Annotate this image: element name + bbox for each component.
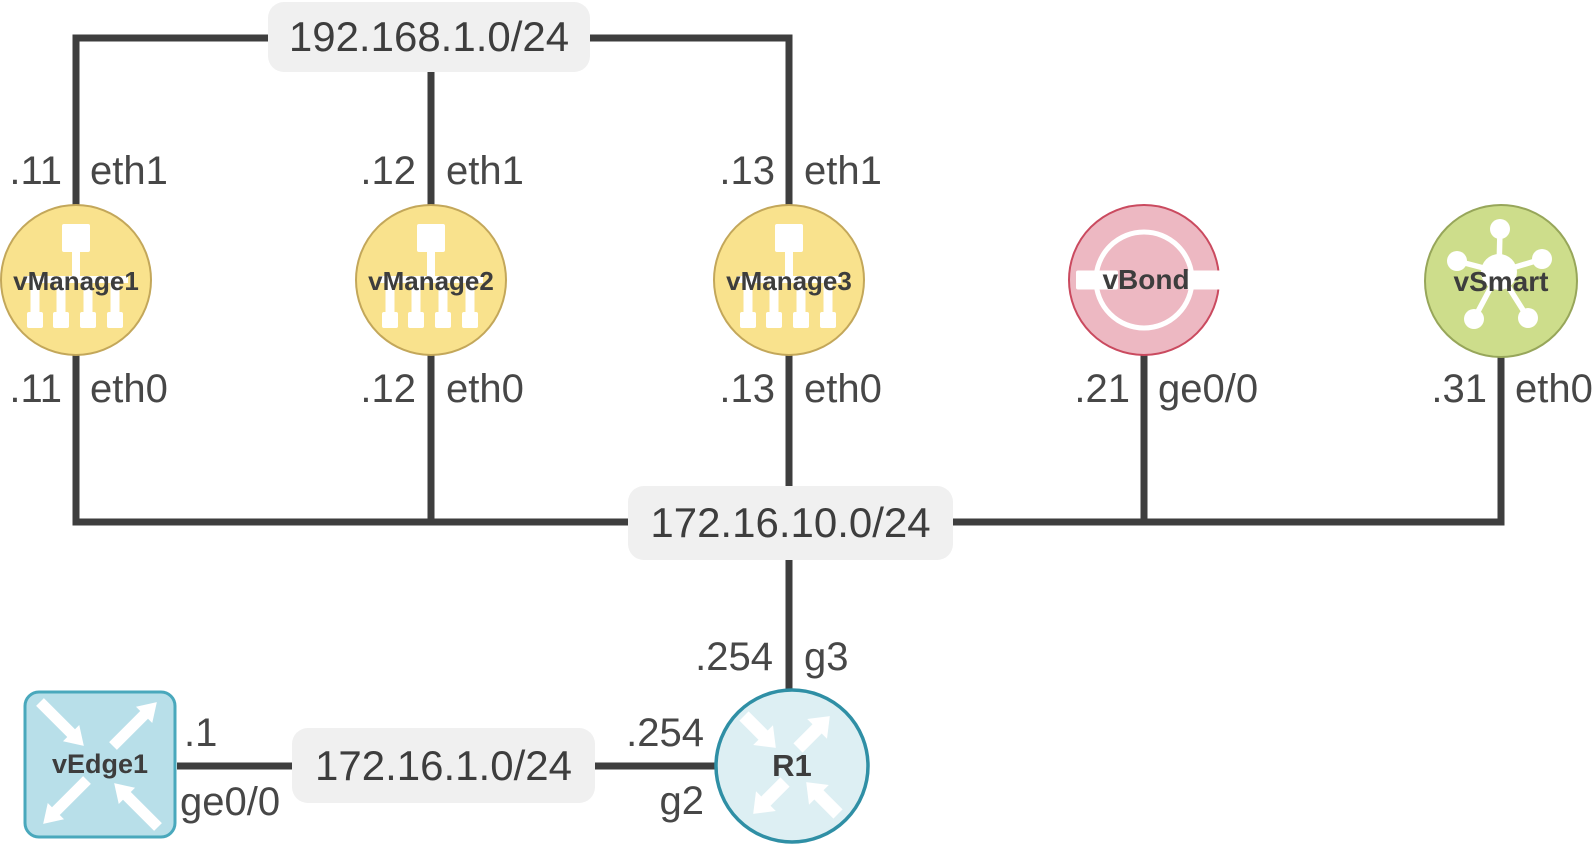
vedge-router-arrows-icon xyxy=(36,698,162,831)
vmanage1-eth1-ip: .11 xyxy=(9,149,62,193)
vbond-ge0-ip: .21 xyxy=(1074,367,1130,411)
vsmart-eth0-ip: .31 xyxy=(1431,367,1487,411)
r1-label: R1 xyxy=(772,748,812,783)
subnet-label-management: 192.168.1.0/24 xyxy=(268,2,590,72)
vedge1-ge0-name: ge0/0 xyxy=(180,780,281,824)
vsmart-eth0-name: eth0 xyxy=(1515,367,1593,411)
vmanage3-eth1-name: eth1 xyxy=(804,149,882,193)
vmanage2-eth0-ip: .12 xyxy=(360,367,416,411)
vmanage2-label: vManage2 xyxy=(368,266,494,296)
subnet-label-transport: 172.16.1.0/24 xyxy=(292,728,595,803)
vmanage2-eth1-name: eth1 xyxy=(446,149,524,193)
vmanage2-eth1-ip: .12 xyxy=(360,149,416,193)
vedge1-node xyxy=(23,690,177,839)
vmanage3-label: vManage3 xyxy=(726,266,852,296)
vsmart-label: vSmart xyxy=(1453,266,1549,297)
vmanage3-node xyxy=(713,204,865,356)
vmanage1-label: vManage1 xyxy=(13,266,139,296)
vmanage1-node xyxy=(0,204,152,356)
subnet-label-vpn512: 172.16.10.0/24 xyxy=(628,486,953,560)
vmanage2-node xyxy=(355,204,507,356)
vmanage1-eth0-ip: .11 xyxy=(9,367,62,411)
r1-g2-name: g2 xyxy=(659,779,705,823)
vsmart-icon xyxy=(1447,219,1552,329)
r1-g3-ip: .254 xyxy=(695,635,773,679)
vedge1-label: vEdge1 xyxy=(51,749,149,779)
vbond-node xyxy=(1068,204,1228,356)
vmanage1-eth1-name: eth1 xyxy=(90,149,168,193)
vedge1-ge0-ip: .1 xyxy=(184,711,218,755)
vmanage3-eth1-ip: .13 xyxy=(719,149,775,193)
vsmart-node xyxy=(1424,204,1578,358)
r1-node xyxy=(714,688,870,844)
r1-g2-ip: .254 xyxy=(626,711,704,755)
vmanage-icon xyxy=(737,224,841,328)
vmanage1-eth0-name: eth0 xyxy=(90,367,168,411)
vmanage2-eth0-name: eth0 xyxy=(446,367,524,411)
vmanage-icon xyxy=(379,224,483,328)
vmanage3-eth0-name: eth0 xyxy=(804,367,882,411)
link-lines xyxy=(72,34,1505,770)
vbond-ge0-name: ge0/0 xyxy=(1158,367,1259,411)
r1-g3-name: g3 xyxy=(804,635,849,679)
vmanage3-eth0-ip: .13 xyxy=(719,367,775,411)
vbond-icon xyxy=(1076,229,1228,331)
vmanage-icon xyxy=(24,224,128,328)
vbond-label: vBond xyxy=(1102,264,1190,295)
r1-router-arrows-icon xyxy=(739,711,843,819)
